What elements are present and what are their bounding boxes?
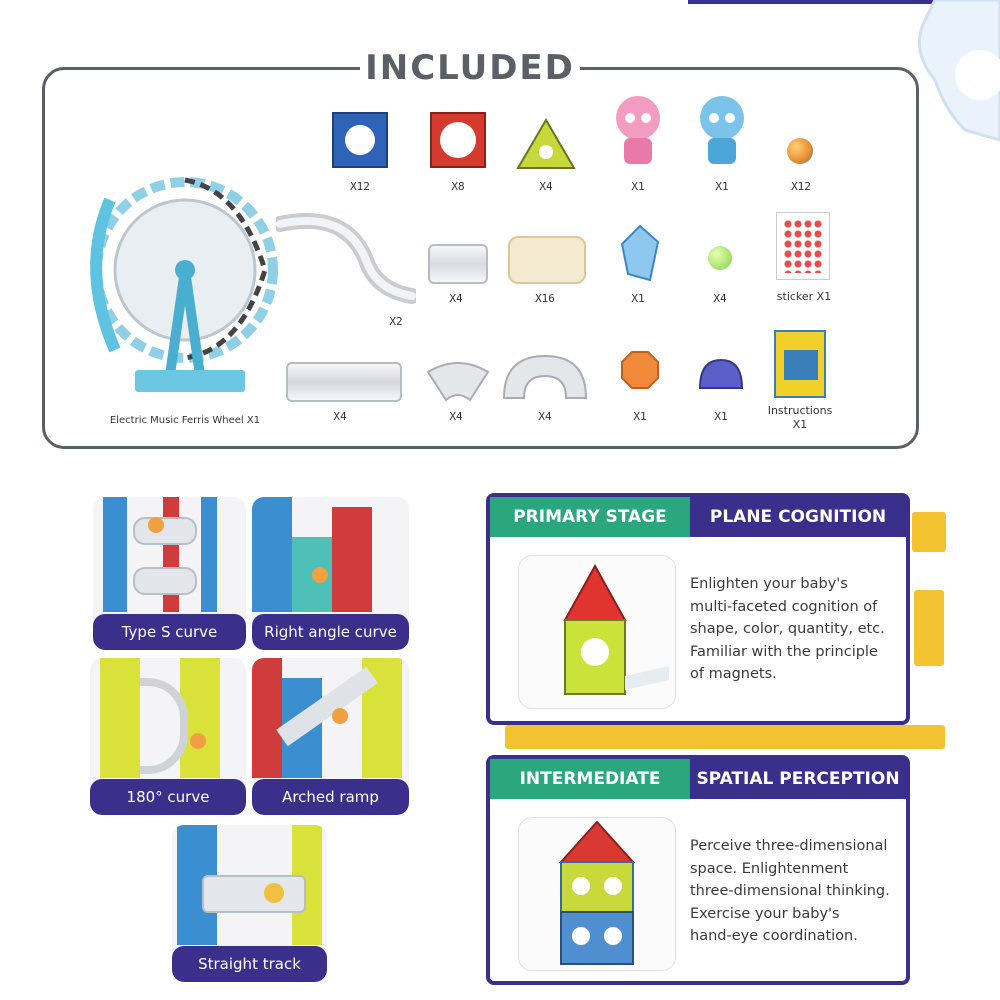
orange-octagon: [621, 351, 659, 389]
top-purple-bar: [688, 0, 1000, 4]
skill-label: PLANE COGNITION: [690, 497, 906, 537]
track-tile-180-curve: 180° curve: [90, 658, 246, 815]
tile-caption: Right angle curve: [252, 614, 409, 650]
purple-dome: [698, 358, 744, 389]
part-label: X4: [538, 410, 552, 423]
part-label: X16: [535, 292, 555, 305]
pink-doll-figure: [616, 96, 660, 164]
tile-caption: Straight track: [172, 946, 327, 982]
part-label: X1: [633, 410, 647, 423]
yellow-deco-bar: [505, 725, 945, 749]
track-tile-s-curve: Type S curve: [93, 497, 246, 650]
tile-caption: Arched ramp: [252, 779, 409, 815]
sticker-sheet: [776, 212, 830, 280]
long-tube: [286, 362, 402, 402]
crystal-piece: [620, 224, 660, 282]
curve-piece: [426, 362, 490, 402]
intermediate-stage-card: INTERMEDIATE SPATIAL PERCEPTION Perceive…: [486, 755, 910, 985]
part-label: X4: [449, 410, 463, 423]
track-tile-straight: Straight track: [172, 825, 327, 982]
tile-caption: Type S curve: [93, 614, 246, 650]
instructions-booklet: [774, 330, 826, 398]
part-label: X4: [539, 180, 553, 193]
part-label: X4: [449, 292, 463, 305]
ferris-wheel-image: [90, 177, 278, 392]
primary-stage-card: PRIMARY STAGE PLANE COGNITION Enlighten …: [486, 493, 910, 725]
arch-piece: [502, 354, 588, 399]
yellow-deco-bar: [912, 512, 946, 552]
stage-image: [518, 555, 676, 709]
yellow-triangle-tile: [516, 118, 576, 169]
blue-square-tile: [332, 112, 388, 168]
connector-clips: [508, 236, 586, 284]
part-label: sticker X1: [776, 290, 832, 303]
part-label: X1: [792, 418, 808, 431]
part-label: X2: [389, 315, 403, 328]
stage-label: INTERMEDIATE: [490, 759, 690, 799]
tile-caption: 180° curve: [90, 779, 246, 815]
skill-label: SPATIAL PERCEPTION: [690, 759, 906, 799]
part-label: X12: [791, 180, 811, 193]
red-square-tile: [430, 112, 486, 168]
part-label: X1: [631, 292, 645, 305]
track-tile-arched-ramp: Arched ramp: [252, 658, 409, 815]
included-title: INCLUDED: [360, 48, 580, 88]
part-label: X4: [333, 410, 347, 423]
part-label: X1: [631, 180, 645, 193]
cloud-decoration: [917, 0, 1000, 142]
part-label: X1: [714, 410, 728, 423]
short-tube: [428, 244, 488, 284]
track-tile-right-angle: Right angle curve: [252, 497, 409, 650]
marble-ball: [787, 138, 813, 164]
stage-image: [518, 817, 676, 971]
part-label: X8: [451, 180, 465, 193]
ferris-wheel-label: Electric Music Ferris Wheel X1: [109, 415, 261, 426]
stage-description: Perceive three-dimensional space. Enligh…: [690, 838, 890, 944]
stage-label: PRIMARY STAGE: [490, 497, 690, 537]
part-label: Instructions: [767, 404, 833, 417]
part-label: X12: [350, 180, 370, 193]
part-label: X1: [715, 180, 729, 193]
part-label: X4: [713, 292, 727, 305]
stage-description: Enlighten your baby's multi-faceted cogn…: [690, 576, 885, 682]
s-slide-track: [276, 213, 416, 304]
green-marble: [708, 246, 732, 270]
yellow-deco-bar: [914, 590, 944, 666]
blue-doll-figure: [700, 96, 744, 164]
